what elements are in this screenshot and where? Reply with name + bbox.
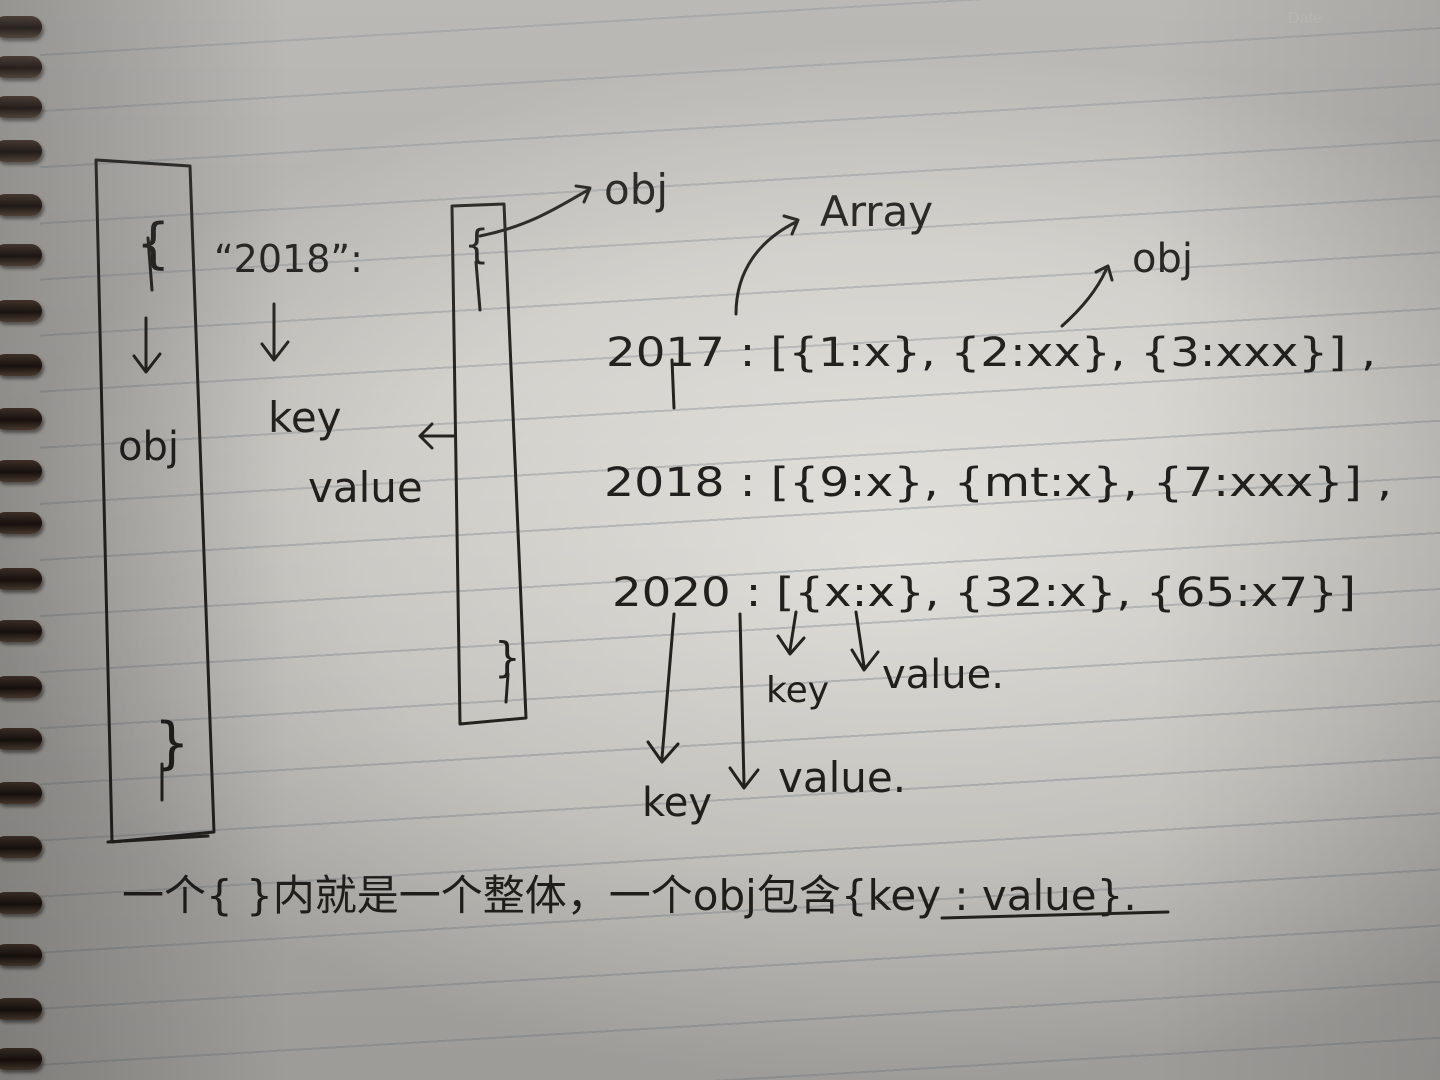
value-small-label: value.	[882, 652, 1004, 698]
arrow-to-key-large	[646, 612, 680, 764]
row-2017-tail	[670, 358, 676, 410]
footer-note: 一个{ }内就是一个整体，一个obj包含{key : value}.	[122, 871, 1170, 920]
left-brace-tail	[146, 236, 154, 292]
key-string: “2018”:	[214, 237, 363, 281]
arrow-to-key-small	[776, 610, 806, 656]
spiral-binding	[0, 0, 44, 1080]
value-label: value	[308, 463, 423, 512]
left-open-brace: {	[136, 212, 170, 275]
key-down-arrow	[260, 302, 290, 362]
value-large-label: value.	[778, 753, 906, 802]
key-label: key	[268, 393, 342, 442]
footer-prefix: 一个{ }内就是一个整体，一个obj包含{key : value}.	[122, 871, 1137, 920]
key-small-label: key	[766, 670, 829, 711]
annotations: Array obj	[734, 187, 1193, 328]
footer-underlined-text: {key : value}	[841, 871, 1124, 920]
left-down-arrow	[132, 316, 162, 374]
arrow-to-value-large	[728, 612, 760, 790]
obj-label-top: obj	[1132, 236, 1193, 282]
inner-brace-tail-bottom	[504, 672, 510, 704]
row-2017: 2017 : [{1:x}, {2:xx}, {3:xxx}] ,	[606, 330, 1376, 376]
row-2018: 2018 : [{9:x}, {mt:x}, {7:xxx}] ,	[604, 460, 1392, 506]
left-close-brace: }	[154, 711, 190, 776]
inner-open-brace: {	[464, 222, 489, 268]
left-obj-box: { obj }	[94, 158, 216, 844]
key-large-label: key	[642, 780, 712, 826]
obj-arrow-top	[1060, 264, 1114, 328]
array-label: Array	[820, 187, 933, 236]
array-rows: 2017 : [{1:x}, {2:xx}, {3:xxx}] , 2018 :…	[604, 330, 1392, 616]
ruled-lines	[40, 0, 1440, 1080]
inner-pointer-label: obj	[604, 165, 668, 214]
footer-underline	[940, 910, 1170, 920]
arrow-to-value-small	[850, 610, 880, 672]
inner-brace-tail	[474, 260, 482, 312]
obj-pointer-arrow	[478, 184, 592, 238]
left-obj-label: obj	[118, 424, 179, 470]
row-2020: 2020 : [{x:x}, {32:x}, {65:x7}]	[612, 570, 1356, 616]
left-arrow	[418, 422, 456, 450]
date-label: Date	[1288, 10, 1322, 27]
inner-obj-box: { } obj	[450, 165, 668, 726]
row-2020-arrows: key value. key value.	[642, 610, 1004, 826]
middle-key-value: “2018”: key value	[214, 237, 456, 512]
footer-suffix-text: .	[1123, 871, 1136, 920]
footer-prefix-text: 一个{ }内就是一个整体，一个obj包含	[122, 871, 841, 920]
array-arrow	[734, 214, 800, 316]
